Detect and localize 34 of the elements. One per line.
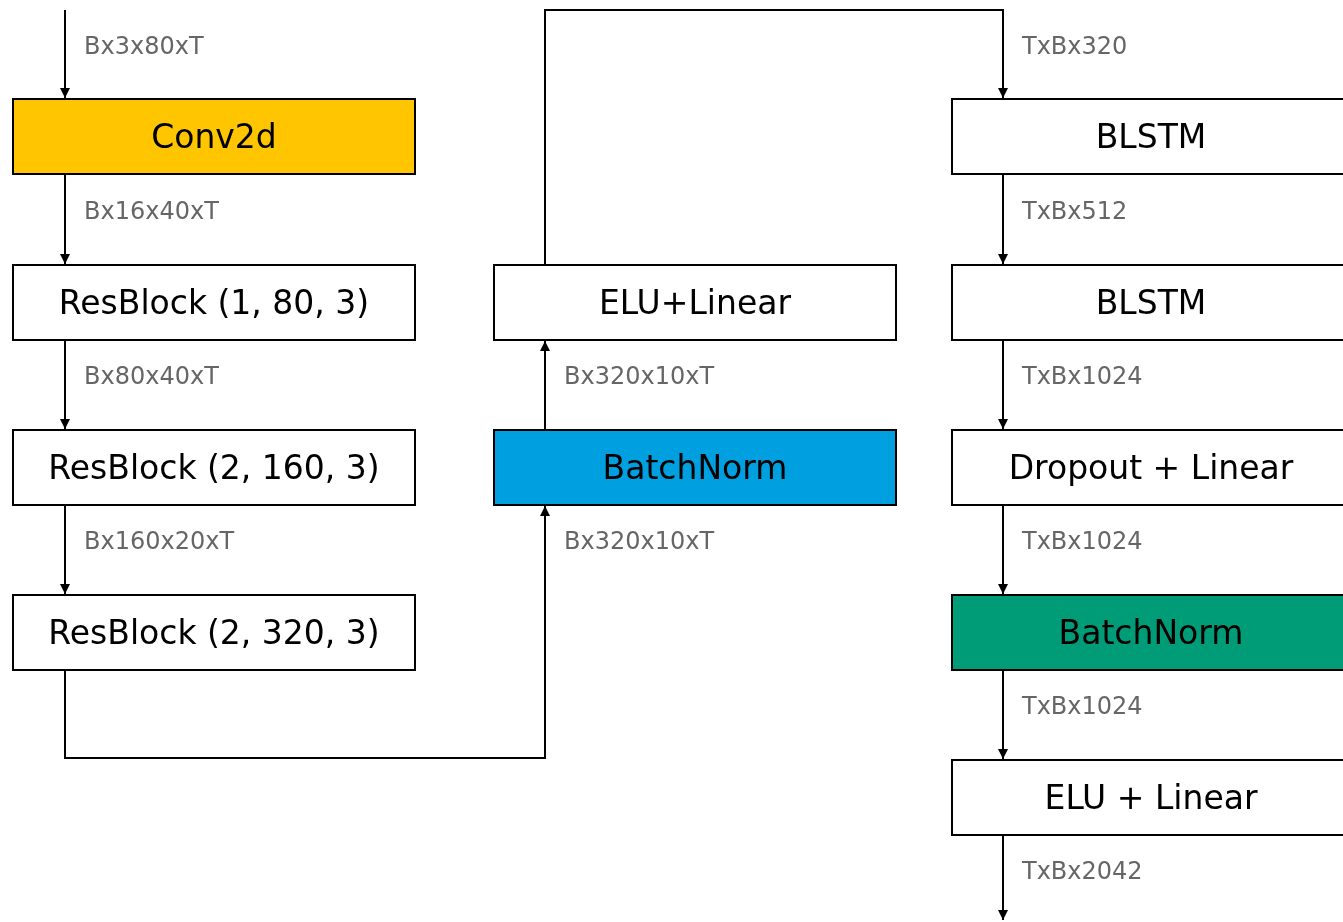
- process-box: [12, 264, 416, 341]
- arrow: [540, 340, 550, 430]
- process-box: [951, 429, 1343, 506]
- arrow: [998, 174, 1008, 265]
- process-box: [493, 429, 897, 506]
- box-label: Dropout + Linear: [1008, 448, 1294, 487]
- process-box: [12, 98, 416, 175]
- arrow: [60, 174, 70, 265]
- box-label: ELU + Linear: [1044, 778, 1258, 817]
- arrow: [60, 340, 70, 430]
- arrow: [998, 670, 1008, 760]
- process-box: [12, 594, 416, 671]
- arrow: [998, 340, 1008, 430]
- box-label: Conv2d: [151, 117, 277, 156]
- process-box: [951, 759, 1343, 836]
- arrow: [998, 505, 1008, 595]
- process-box: [12, 429, 416, 506]
- box-label: BatchNorm: [1058, 613, 1244, 652]
- box-label: BLSTM: [1095, 283, 1207, 322]
- process-box: [951, 264, 1343, 341]
- arrow: [544, 9, 1008, 265]
- box-label: ResBlock (2, 320, 3): [48, 613, 380, 652]
- arrow: [998, 835, 1008, 921]
- process-box: [951, 98, 1343, 175]
- arrow: [60, 505, 70, 595]
- box-label: BatchNorm: [602, 448, 788, 487]
- box-label: BLSTM: [1095, 117, 1207, 156]
- arrow: [60, 9, 70, 99]
- process-box: [493, 264, 897, 341]
- box-label: ResBlock (1, 80, 3): [58, 283, 370, 322]
- arrow: [64, 505, 550, 759]
- box-label: ResBlock (2, 160, 3): [48, 448, 380, 487]
- process-box: [951, 594, 1343, 671]
- box-label: ELU+Linear: [599, 283, 791, 322]
